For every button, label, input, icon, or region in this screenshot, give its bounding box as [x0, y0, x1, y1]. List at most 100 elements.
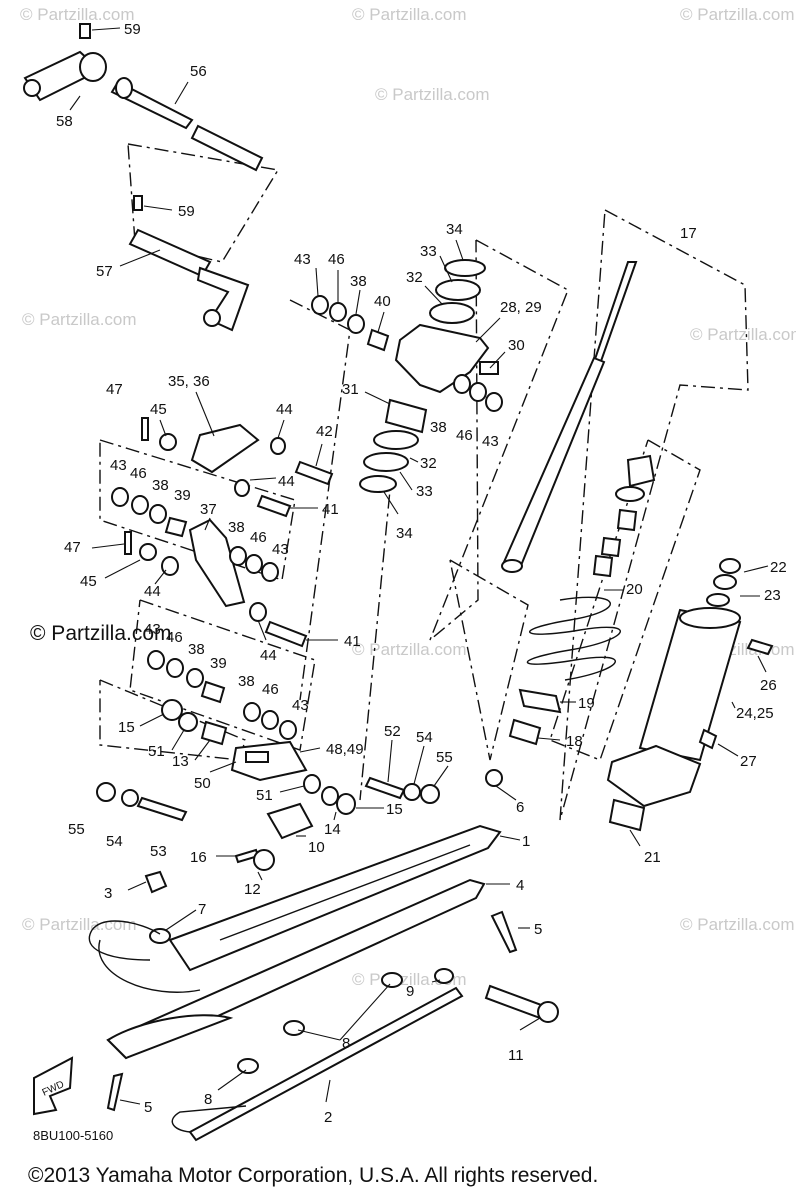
part-label: 47	[106, 381, 123, 398]
part-label: 55	[68, 821, 85, 838]
part-label: 5	[144, 1099, 152, 1116]
part-label: 43	[482, 433, 499, 450]
part-label: 23	[764, 587, 781, 604]
part-label: 55	[436, 749, 453, 766]
watermark: © Partzilla.com	[680, 5, 795, 24]
part-label: 41	[344, 633, 361, 650]
part-label: 38	[430, 419, 447, 436]
part-label: 30	[508, 337, 525, 354]
part-label: 38	[228, 519, 245, 536]
part-label: 2	[324, 1109, 332, 1126]
part-label: 14	[324, 821, 341, 838]
watermark: © Partzilla.com	[680, 915, 795, 934]
part-label: 45	[80, 573, 97, 590]
part-label: 20	[626, 581, 643, 598]
watermark: © Partzilla.com	[375, 85, 490, 104]
part-label: 26	[760, 677, 777, 694]
part-label: 37	[200, 501, 217, 518]
part-label: 43	[110, 457, 127, 474]
part-label: 41	[322, 501, 339, 518]
part-label: 58	[56, 113, 73, 130]
watermark: © Partzilla.com	[352, 640, 467, 659]
part-label: 9	[406, 983, 414, 1000]
part-label: 52	[384, 723, 401, 740]
part-label: 43	[272, 541, 289, 558]
part-label: 46	[456, 427, 473, 444]
part-label: 38	[350, 273, 367, 290]
part-label: 34	[446, 221, 463, 238]
part-label: 10	[308, 839, 325, 856]
part-label: 44	[260, 647, 277, 664]
part-label: 46	[130, 465, 147, 482]
part-label: 46	[250, 529, 267, 546]
part-label: 40	[374, 293, 391, 310]
part-label: 8	[204, 1091, 212, 1108]
part-label: 22	[770, 559, 787, 576]
part-labels: 59 56 58 59 57 17 34 33 32 28, 29 43 46 …	[56, 21, 787, 1126]
part-label: 43	[292, 697, 309, 714]
part-label: 59	[178, 203, 195, 220]
part-label: 34	[396, 525, 413, 542]
watermark: © Partzilla.com	[690, 325, 796, 344]
watermark: © Partzilla.com	[352, 5, 467, 24]
part-label: 19	[578, 695, 595, 712]
part-label: 4	[516, 877, 524, 894]
part-label: 44	[278, 473, 295, 490]
part-label: 27	[740, 753, 757, 770]
part-label: 32	[420, 455, 437, 472]
copyright-notice: ©2013 Yamaha Motor Corporation, U.S.A. A…	[28, 1164, 599, 1187]
part-label: 1	[522, 833, 530, 850]
part-label: 33	[416, 483, 433, 500]
part-label: 44	[144, 583, 161, 600]
part-label: 38	[152, 477, 169, 494]
part-label: 8	[342, 1035, 350, 1052]
part-label: 54	[106, 833, 123, 850]
part-label: 18	[566, 733, 583, 750]
part-label: 47	[64, 539, 81, 556]
part-label: 59	[124, 21, 141, 38]
watermark: © Partzilla.com	[22, 915, 137, 934]
parts-layer	[23, 23, 774, 1142]
part-label: 35, 36	[168, 373, 210, 390]
part-label: 12	[244, 881, 261, 898]
part-label: 38	[188, 641, 205, 658]
part-label: 6	[516, 799, 524, 816]
part-label: 43	[294, 251, 311, 268]
part-label: 56	[190, 63, 207, 80]
part-label: 28, 29	[500, 299, 542, 316]
part-label: 17	[680, 225, 697, 242]
part-label: 38	[238, 673, 255, 690]
part-label: 31	[342, 381, 359, 398]
part-label: 45	[150, 401, 167, 418]
part-label: 46	[262, 681, 279, 698]
part-label: 50	[194, 775, 211, 792]
part-label: 44	[276, 401, 293, 418]
part-label: 13	[172, 753, 189, 770]
part-label: 3	[104, 885, 112, 902]
fwd-arrow-icon: FWD	[33, 1056, 74, 1116]
part-label: 24,25	[736, 705, 774, 722]
part-label: 16	[190, 849, 207, 866]
part-label: 54	[416, 729, 433, 746]
part-label: 5	[534, 921, 542, 938]
watermark: © Partzilla.com	[20, 5, 135, 24]
part-label: 57	[96, 263, 113, 280]
part-label: 21	[644, 849, 661, 866]
part-label: 33	[420, 243, 437, 260]
part-label: 46	[166, 629, 183, 646]
part-label: 32	[406, 269, 423, 286]
part-label: 39	[210, 655, 227, 672]
part-label: 15	[118, 719, 135, 736]
diagram-code: 8BU100-5160	[33, 1128, 114, 1143]
leader-lines	[69, 27, 769, 1105]
part-label: 53	[150, 843, 167, 860]
part-label: 46	[328, 251, 345, 268]
part-label: 42	[316, 423, 333, 440]
part-label: 11	[508, 1047, 524, 1064]
part-label: 15	[386, 801, 403, 818]
watermark: © Partzilla.com	[22, 310, 137, 329]
part-label: 43	[144, 621, 161, 638]
part-label: 39	[174, 487, 191, 504]
part-label: 51	[256, 787, 273, 804]
